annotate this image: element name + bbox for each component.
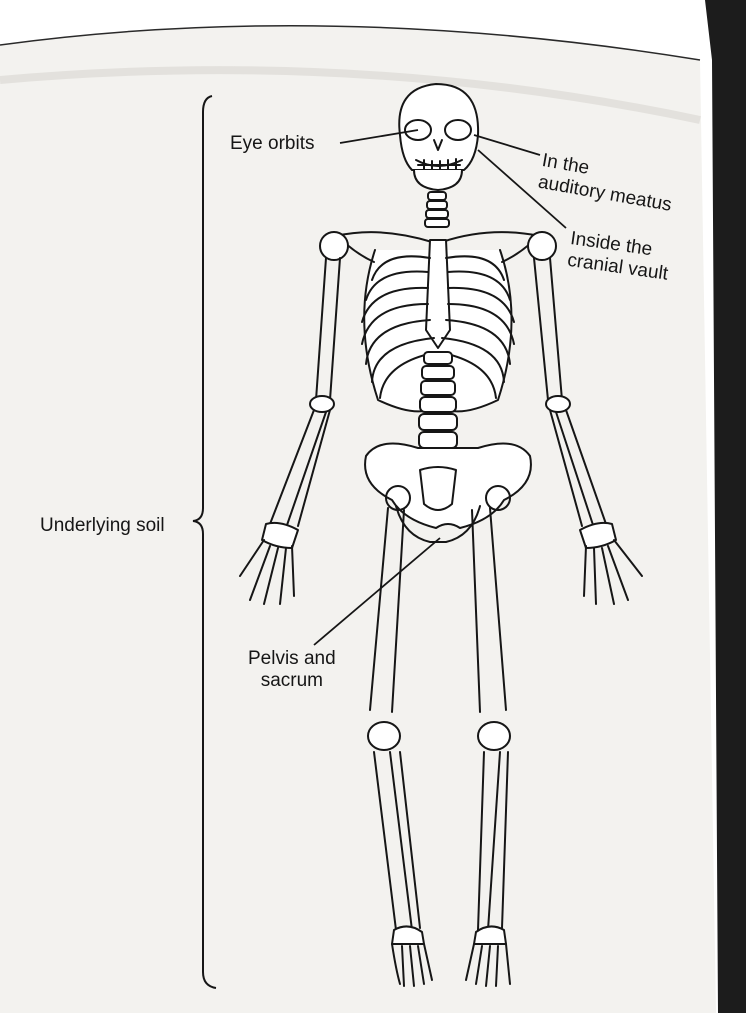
sacrum [420, 467, 456, 510]
label-pelvis-line1: Pelvis and [248, 648, 336, 670]
label-pelvis-line2: sacrum [248, 670, 336, 692]
cervical-spine [425, 192, 449, 227]
sternum [426, 240, 450, 348]
left-patella [368, 722, 400, 750]
label-eye-orbits: Eye orbits [230, 133, 314, 155]
label-underlying-soil: Underlying soil [40, 515, 165, 537]
label-pelvis-and-sacrum: Pelvis and sacrum [248, 648, 336, 692]
right-patella [478, 722, 510, 750]
spine [419, 352, 457, 448]
